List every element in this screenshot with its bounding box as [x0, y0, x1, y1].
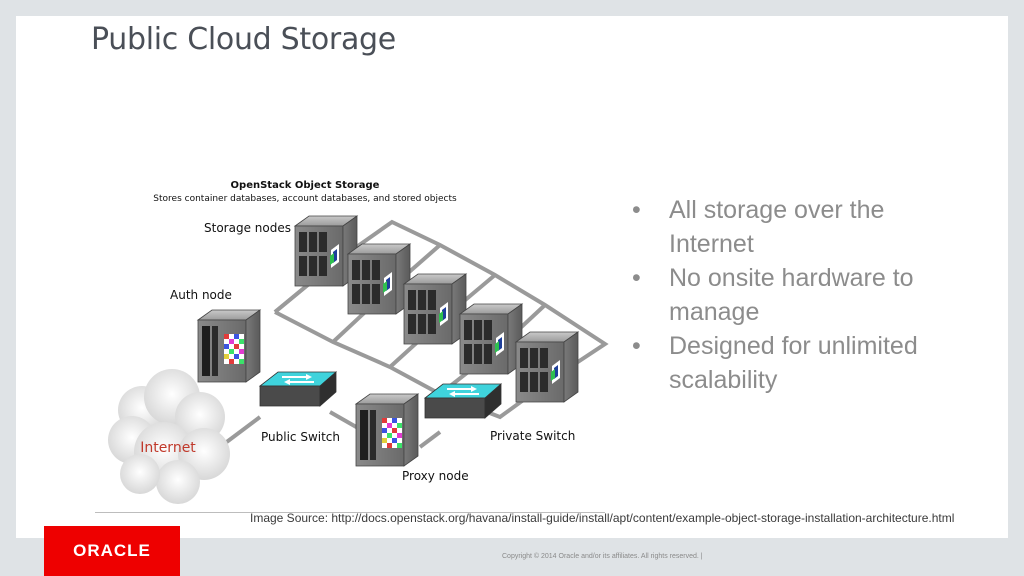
bullet-symbol: •	[632, 196, 641, 224]
auth-node-server	[197, 309, 261, 383]
private-switch	[424, 383, 502, 419]
diagram-heading: OpenStack Object Storage	[231, 180, 380, 191]
label-public-switch: Public Switch	[261, 430, 340, 444]
label-proxy-node: Proxy node	[402, 469, 469, 483]
storage-node-5	[515, 331, 579, 403]
image-source-caption: Image Source: http://docs.openstack.org/…	[250, 511, 955, 525]
logo-text: ORACLE	[73, 541, 151, 560]
bullet-item: • Designed for unlimited scalability	[630, 329, 970, 397]
storage-node-3	[403, 273, 467, 345]
label-internet: Internet	[140, 440, 196, 456]
bullet-text: No onsite hardware to manage	[669, 264, 914, 326]
oracle-logo: ORACLE	[44, 526, 180, 576]
copyright-notice: Copyright © 2014 Oracle and/or its affil…	[502, 553, 703, 560]
bullet-item: • No onsite hardware to manage	[630, 261, 970, 329]
bullet-text: All storage over the Internet	[669, 196, 885, 258]
label-private-switch: Private Switch	[490, 429, 575, 443]
public-switch	[259, 371, 337, 407]
diagram-subheading: Stores container databases, account data…	[153, 194, 457, 204]
label-auth-node: Auth node	[170, 288, 232, 302]
bullet-list: • All storage over the Internet • No ons…	[630, 193, 970, 397]
slide-title: Public Cloud Storage	[91, 22, 396, 57]
internet-cloud	[108, 369, 230, 504]
openstack-storage-diagram: OpenStack Object Storage Stores containe…	[108, 180, 609, 504]
bullet-text: Designed for unlimited scalability	[669, 332, 918, 394]
bullet-item: • All storage over the Internet	[630, 193, 970, 261]
storage-node-2	[347, 243, 411, 315]
storage-node-4	[459, 303, 523, 375]
proxy-node-server	[355, 393, 419, 467]
bullet-symbol: •	[632, 332, 641, 360]
bullet-symbol: •	[632, 264, 641, 292]
divider-line	[95, 512, 605, 513]
label-storage-nodes: Storage nodes	[204, 221, 291, 235]
